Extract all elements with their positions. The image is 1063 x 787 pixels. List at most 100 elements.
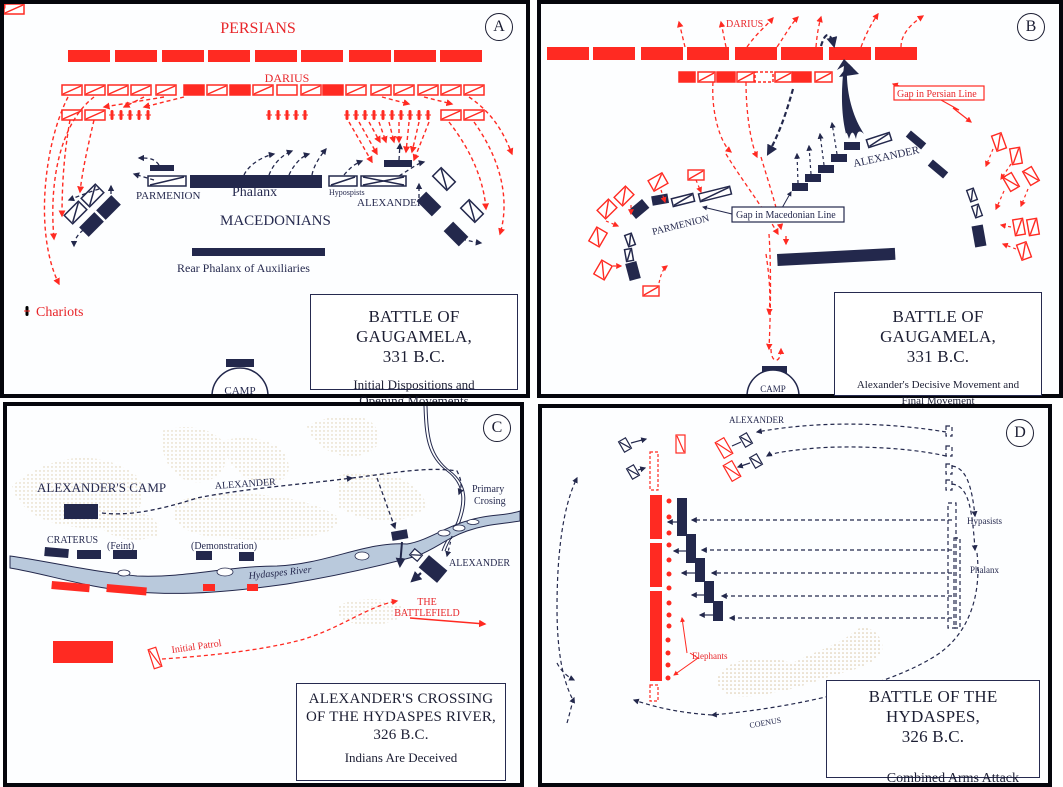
title-line3: 326 B.C. (373, 727, 429, 743)
map-gaugamela-decisive: DARIUS (547, 12, 1041, 394)
label-battlefield-1: THE (417, 597, 436, 608)
title-line2: OF THE HYDASPES RIVER, (306, 709, 496, 725)
map-panel-hydaspes-crossing: Hydaspes River ALEXANDER'S CAMP ALEXANDE… (3, 402, 524, 787)
river-islands (117, 519, 480, 577)
label-alexanders-camp: ALEXANDER'S CAMP (37, 480, 166, 495)
chariots (4, 4, 432, 121)
label-macedonians: MACEDONIANS (220, 213, 331, 229)
label-camp: CAMP (760, 384, 786, 394)
label-craterus: CRATERUS (47, 535, 98, 546)
elephants (665, 498, 672, 681)
flank-attack-arrows (605, 148, 1029, 284)
right-flank-macedonians (965, 187, 987, 248)
title-line1: BATTLE OF GAUGAMELA, (880, 307, 996, 346)
craterus-forces (44, 529, 409, 561)
label-hypaspists: Hypospists (329, 188, 365, 197)
title-line2: 331 B.C. (906, 347, 970, 366)
battlefield-arrow (409, 617, 487, 628)
panel-badge-b: B (1017, 13, 1045, 41)
label-persians: PERSIANS (220, 20, 296, 37)
persian-front-line (68, 50, 482, 62)
label-darius: DARIUS (265, 71, 310, 85)
macedonian-echelon (677, 498, 723, 621)
macedonian-line (147, 160, 412, 367)
camp-marker: CAMP (746, 369, 800, 394)
title-box-a: BATTLE OF GAUGAMELA, 331 B.C. Initial Di… (310, 294, 518, 408)
title-line1: BATTLE OF THE HYDASPES, (868, 687, 998, 726)
subtitle-line1: Alexander's Decisive Movement and (856, 379, 1020, 391)
map-panel-gaugamela-initial: PERSIANS DARIUS (0, 0, 530, 408)
echelon-advance-arrows (794, 121, 838, 184)
echelon-strike-arrows (666, 519, 713, 618)
label-elephants: Elephants (692, 651, 728, 661)
persian-movement-arrows (43, 96, 514, 286)
title-line2: 331 B.C. (382, 347, 446, 366)
indian-forces (51, 581, 258, 670)
persian-flank-cavalry (587, 131, 1041, 297)
map-panel-hydaspes-battle: Elephants ALEXANDER Hypasists Phalanx CO… (538, 404, 1052, 787)
map-panel-gaugamela-decisive: DARIUS (537, 0, 1063, 407)
label-phalanx: Phalanx (232, 185, 277, 200)
persian-second-line (678, 71, 833, 83)
persian-front-line (547, 47, 917, 60)
label-alexander-route: ALEXANDER (214, 477, 276, 492)
title-line2: 326 B.C. (901, 727, 965, 746)
alexander-route-to-crossing (351, 468, 464, 496)
map-gaugamela-initial: PERSIANS DARIUS (4, 4, 514, 394)
label-camp: CAMP (224, 385, 255, 394)
macedonian-flank-units (63, 166, 485, 247)
title-box-c: ALEXANDER'S CROSSING OF THE HYDASPES RIV… (296, 683, 506, 781)
macedonian-decisive-thrust (837, 59, 864, 139)
gap-persian-callout: Gap in Persian Line (891, 82, 985, 123)
title-line1: ALEXANDER'S CROSSING (308, 691, 494, 707)
subtitle-line1: Combined Arms Attack (886, 771, 1019, 786)
alexanders-camp-unit (64, 504, 98, 519)
label-chariots-legend: Chariots (36, 305, 83, 320)
camp-marker: CAMP (211, 367, 269, 394)
label-primary-2: Crosing (474, 496, 506, 507)
label-alexander: ALEXANDER (449, 558, 510, 569)
label-demonstration: (Demonstration) (191, 541, 257, 552)
macedonian-movement-arrows (67, 142, 483, 248)
elephants-callout (673, 617, 699, 676)
panel-badge-d: D (1006, 419, 1034, 447)
label-battlefield-2: BATTLEFIELD (394, 608, 460, 619)
title-box-d: BATTLE OF THE HYDASPES, 326 B.C. Combine… (826, 680, 1040, 786)
label-coenus: COENUS (749, 716, 782, 730)
persian-second-line (4, 4, 485, 121)
label-parmenion: PARMENION (136, 190, 200, 202)
panel-badge-c: C (483, 414, 511, 442)
map-hydaspes-crossing: Hydaspes River ALEXANDER'S CAMP ALEXANDE… (9, 406, 520, 670)
terrain-hill (717, 627, 883, 697)
cavalry-clash (617, 431, 764, 483)
initial-patrol-route (161, 598, 399, 660)
phalanx-advance-arrows (690, 517, 952, 621)
label-gap-macedonian: Gap in Macedonian Line (736, 210, 836, 221)
label-parmenion: PARMENION (651, 213, 710, 238)
alexander-march-route (101, 475, 354, 515)
alexander-descent-route (376, 477, 397, 530)
label-feint: (Feint) (107, 541, 134, 552)
cavalry-wing-routes (556, 423, 979, 724)
terrain-hills (12, 415, 427, 626)
title-line1: BATTLE OF GAUGAMELA, (356, 307, 472, 346)
label-hypaspists: Hypasists (967, 516, 1003, 526)
phalanx-columns (945, 425, 961, 629)
label-alexander: ALEXANDER (852, 144, 921, 170)
chariot-legend: Chariots (23, 305, 83, 320)
parmenion-wing (623, 185, 733, 281)
map-hydaspes-battle: Elephants ALEXANDER Hypasists Phalanx CO… (556, 415, 1003, 730)
persian-movement-arrows (677, 12, 925, 361)
title-box-b: BATTLE OF GAUGAMELA, 331 B.C. Alexander'… (834, 292, 1042, 407)
panel-badge-a: A (485, 13, 513, 41)
macedonian-dashed-charges (766, 34, 838, 156)
label-alexander: ALEXANDER (357, 197, 425, 209)
label-initial-patrol: Initial Patrol (171, 638, 223, 656)
label-alexander: ALEXANDER (729, 415, 784, 425)
alexander-crossing-force (395, 535, 453, 583)
label-primary-1: Primary (472, 484, 504, 495)
label-rear-phalanx: Rear Phalanx of Auxiliaries (177, 261, 310, 275)
subtitle-line1: Indians Are Deceived (344, 750, 458, 765)
label-phalanx: Phalanx (970, 565, 999, 575)
gap-macedonian-callout: Gap in Macedonian Line (702, 191, 845, 223)
